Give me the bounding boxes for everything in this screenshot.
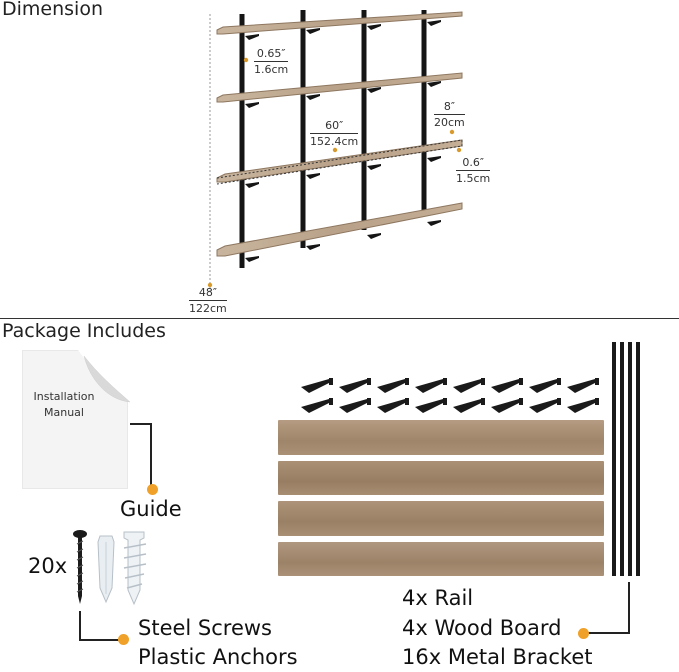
width-marker: [332, 147, 338, 153]
dimension-title: Dimension: [2, 0, 103, 20]
depth-cm: 20cm: [434, 116, 465, 129]
bracket: [427, 156, 441, 162]
bracket: [306, 173, 320, 179]
section-divider: [0, 318, 679, 319]
thickness-inches: 0.6″: [456, 155, 491, 171]
rails: [239, 10, 427, 268]
hardware-label-screws: Steel Screws: [138, 616, 272, 640]
page-curl: [78, 350, 130, 403]
manual-cover-text: Installation Manual: [33, 390, 95, 419]
bracket: [427, 20, 441, 26]
bracket-row-top: [301, 378, 599, 393]
wood-board-4: [278, 542, 604, 576]
gap-inches: 0.65″: [254, 46, 289, 62]
guide-label: Guide: [120, 497, 182, 521]
shelf-4: [216, 202, 463, 257]
width-outline: [216, 139, 463, 185]
width-dimension-label: 60″ 152.4cm: [310, 118, 359, 149]
parts-label-rail: 4x Rail: [402, 586, 474, 610]
thickness-marker: [456, 147, 462, 153]
bracket: [245, 34, 259, 40]
guide-dot: [147, 484, 158, 495]
bracket: [367, 233, 381, 239]
height-dimension-label: 48″ 122cm: [189, 285, 227, 316]
dimension-markers: [207, 57, 462, 288]
guide-callout-line: [130, 423, 152, 486]
parts-callout-line: [586, 582, 630, 634]
bracket: [245, 256, 259, 262]
bracket-row-bottom: [301, 398, 599, 413]
wood-board-3: [278, 501, 604, 536]
package-title: Package Includes: [2, 320, 166, 342]
bracket: [427, 81, 441, 87]
bracket: [306, 94, 320, 100]
wood-board-1: [278, 420, 604, 455]
thickness-dimension-label: 0.6″ 1.5cm: [456, 155, 491, 186]
height-cm: 122cm: [189, 302, 227, 315]
bracket: [367, 87, 381, 93]
bracket: [245, 182, 259, 188]
depth-inches: 8″: [434, 99, 465, 115]
gap-dimension-label: 0.65″ 1.6cm: [254, 46, 289, 77]
gap-marker: [243, 57, 249, 63]
bracket: [306, 28, 320, 34]
bracket: [367, 164, 381, 170]
hardware-label-anchors: Plastic Anchors: [138, 645, 298, 669]
wood-board-2: [278, 461, 604, 495]
depth-dimension-label: 8″ 20cm: [434, 99, 465, 130]
hardware-callout-line: [79, 611, 123, 641]
bracket: [427, 220, 441, 226]
brackets: [245, 20, 441, 262]
shelf-2: [216, 72, 463, 103]
height-marker: [207, 282, 213, 288]
hardware-count: 20x: [28, 554, 68, 578]
gap-cm: 1.6cm: [254, 63, 289, 76]
parts-label-wood-board: 4x Wood Board: [402, 616, 562, 640]
width-cm: 152.4cm: [310, 135, 359, 148]
rails-illustration: [612, 342, 640, 576]
shelf-1: [216, 11, 463, 35]
height-inches: 48″: [189, 285, 227, 301]
width-inches: 60″: [310, 118, 359, 134]
bracket: [245, 102, 259, 108]
parts-dot: [578, 628, 589, 639]
shelf-diagram: [207, 10, 463, 292]
bracket: [367, 24, 381, 30]
screws-anchors-illustration: [73, 530, 147, 606]
bracket: [306, 244, 320, 250]
parts-label-metal-bracket: 16x Metal Bracket: [402, 645, 593, 669]
thickness-cm: 1.5cm: [456, 172, 491, 185]
metal-brackets: [301, 378, 599, 413]
depth-marker: [449, 129, 455, 135]
hardware-dot: [118, 634, 129, 645]
